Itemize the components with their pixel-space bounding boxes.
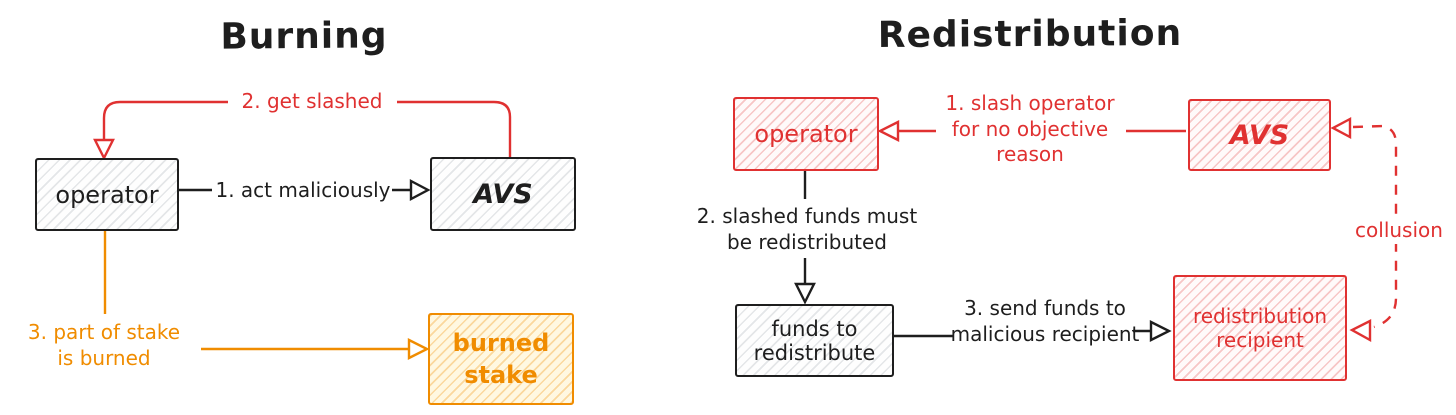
redistribution-avs-node: AVS <box>1188 99 1331 171</box>
burning-operator-node: operator <box>35 158 179 231</box>
stake-burned-arrow <box>103 227 430 360</box>
send-funds-arrow <box>890 320 1172 342</box>
slash-operator-label: 1. slash operator for no objective reaso… <box>945 91 1115 167</box>
send-funds-label: 3. send funds to malicious recipient <box>950 296 1140 346</box>
burning-avs-node: AVS <box>430 157 576 231</box>
redistribution-operator-node: operator <box>733 97 879 171</box>
funds-to-redistribute-node: funds to redistribute <box>735 304 894 377</box>
burning-avs-label: AVS <box>473 178 533 210</box>
redistribution-avs-label: AVS <box>1229 119 1290 151</box>
redistribution-recipient-label: redistribution recipient <box>1192 304 1328 352</box>
must-redistribute-arrow <box>794 167 816 305</box>
must-redistribute-label: 2. slashed funds must be redistributed <box>696 204 918 254</box>
stake-burned-label: 3. part of stake is burned <box>27 320 181 370</box>
collusion-label: collusion <box>1350 218 1448 244</box>
redistribution-title: Redistribution <box>877 12 1183 57</box>
redistribution-recipient-node: redistribution recipient <box>1173 275 1347 381</box>
redistribution-operator-label: operator <box>754 120 858 148</box>
act-maliciously-label: 1. act maliciously <box>215 178 391 202</box>
burning-operator-label: operator <box>55 180 159 209</box>
funds-to-redistribute-label: funds to redistribute <box>753 316 876 365</box>
burning-title: Burning <box>220 15 388 58</box>
collusion-arrow <box>1330 117 1398 343</box>
act-maliciously-arrow <box>175 179 431 201</box>
get-slashed-arrow <box>93 100 512 161</box>
slash-operator-arrow <box>877 120 1186 142</box>
burned-stake-node: burned stake <box>428 313 574 405</box>
burned-stake-label: burned stake <box>452 328 550 389</box>
get-slashed-label: 2. get slashed <box>241 89 383 113</box>
